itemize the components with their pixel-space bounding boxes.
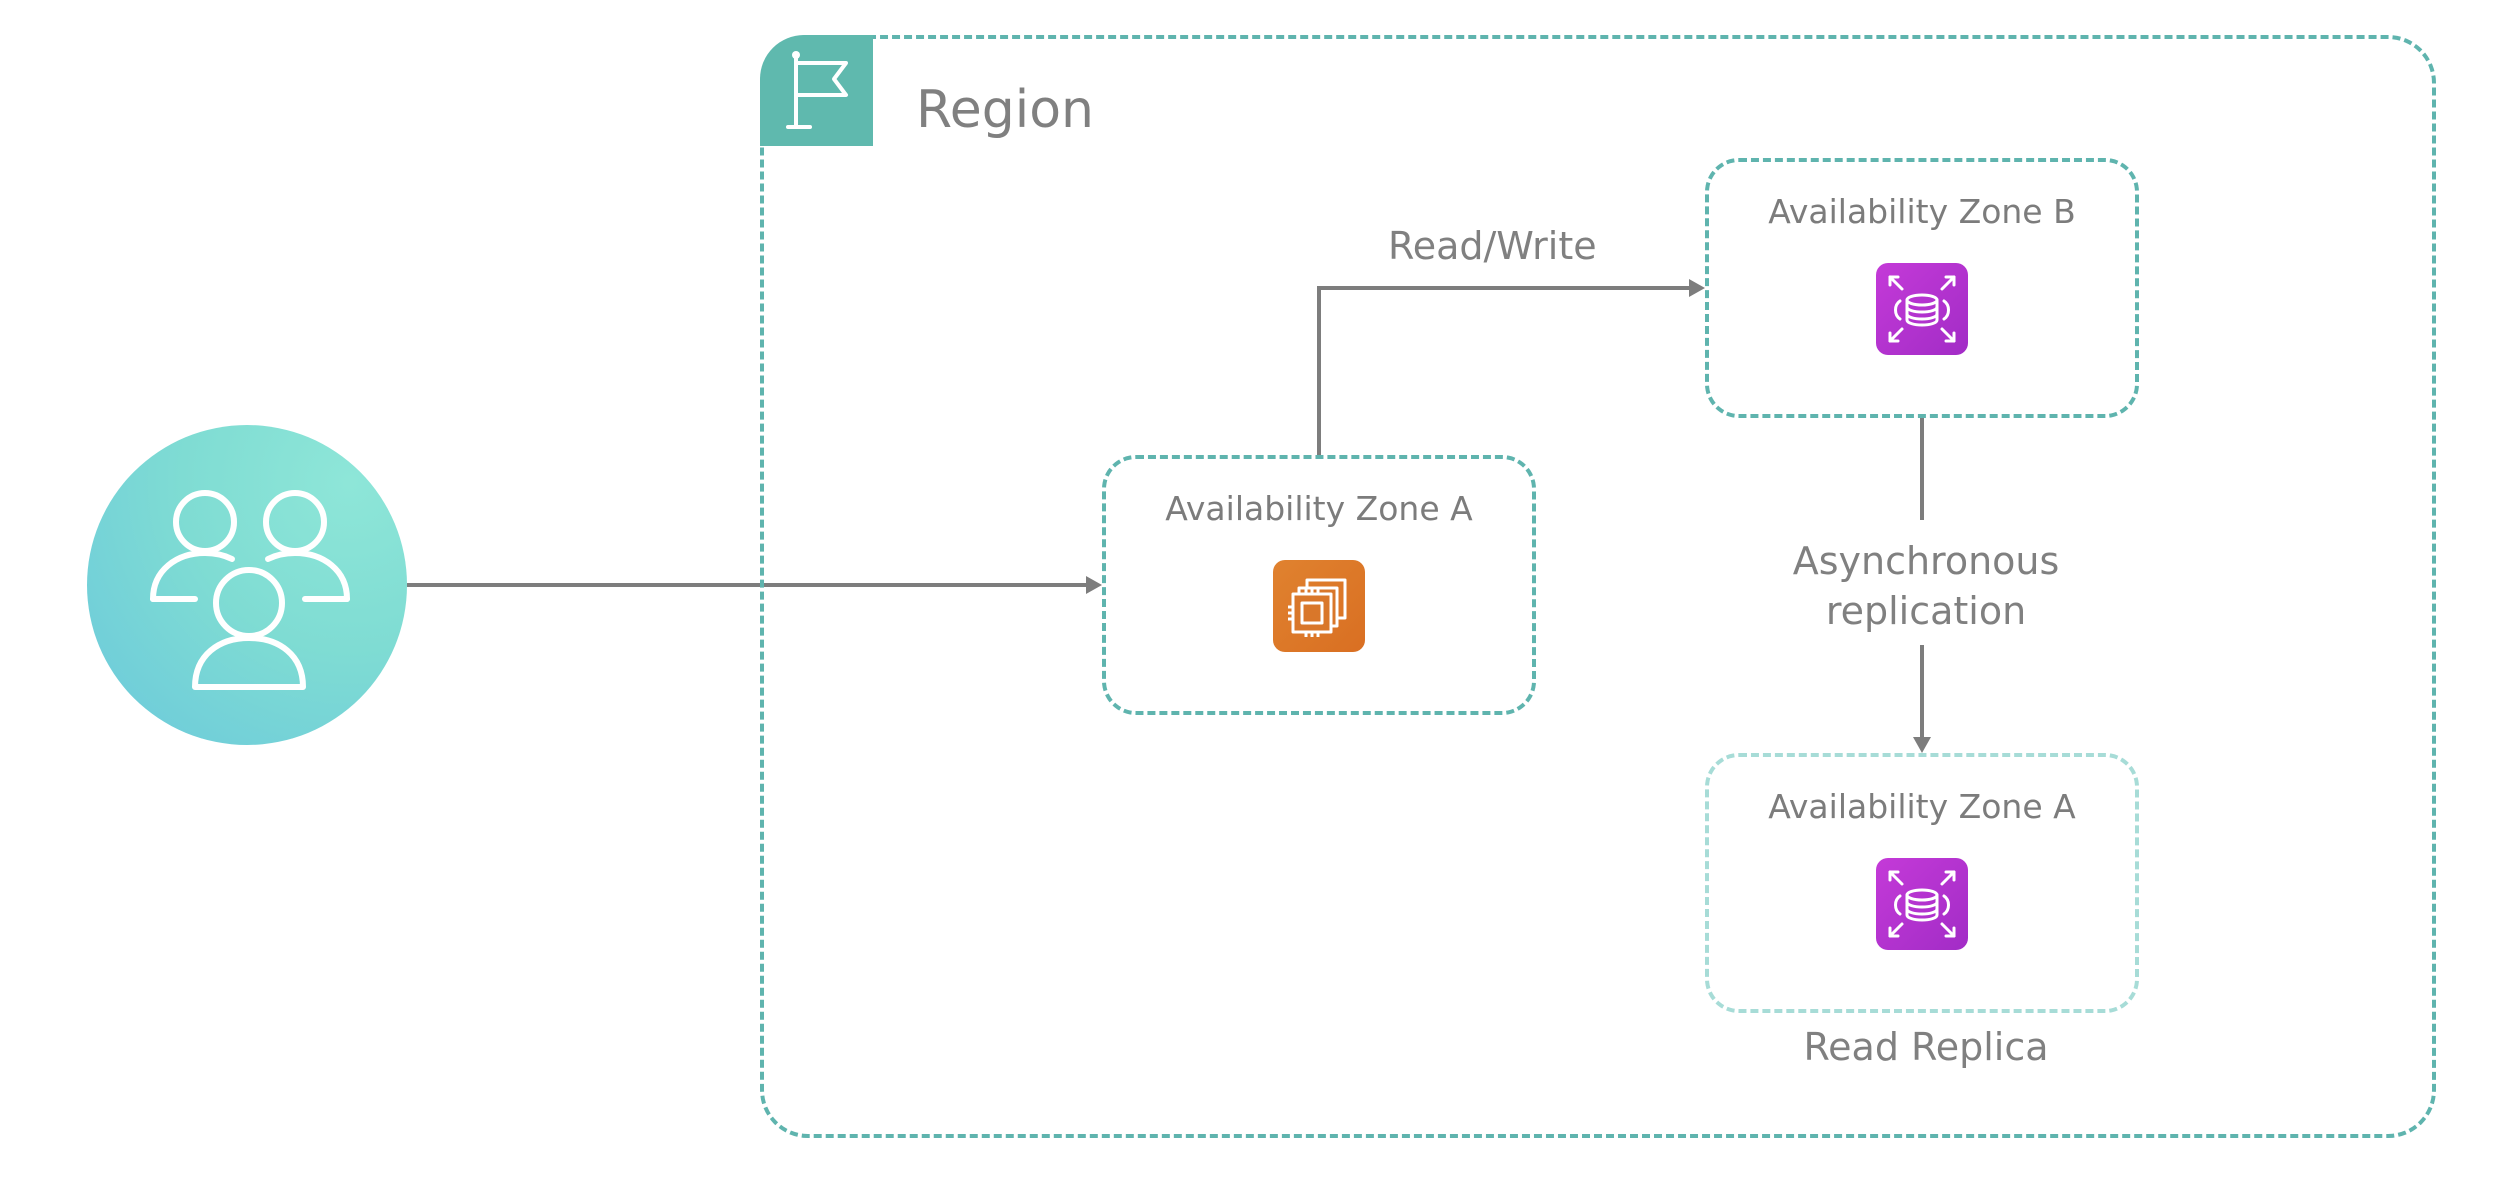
availability-zone-a-compute: Availability Zone A bbox=[1102, 455, 1536, 715]
region-flag-badge bbox=[760, 35, 873, 146]
async-label-line-1: Asynchronous bbox=[1792, 539, 2060, 583]
zone-label: Availability Zone B bbox=[1768, 192, 2076, 231]
ec2-service-tile bbox=[1273, 560, 1365, 652]
read-write-arrow bbox=[1317, 279, 1705, 455]
rds-database-icon bbox=[1888, 870, 1956, 938]
ec2-compute-icon bbox=[1288, 578, 1347, 637]
async-replication-arrow bbox=[1913, 418, 1931, 753]
async-label-line-2: replication bbox=[1825, 589, 2027, 633]
region-label: Region bbox=[916, 80, 1095, 140]
flag-icon bbox=[786, 51, 848, 129]
read-write-label: Read/Write bbox=[1388, 224, 1597, 268]
async-replication-label: Asynchronous replication bbox=[1776, 536, 2076, 636]
zone-label: Availability Zone A bbox=[1768, 787, 2076, 826]
region-boundary bbox=[760, 35, 2436, 1138]
rds-primary-tile bbox=[1876, 263, 1968, 355]
availability-zone-b-database: Availability Zone B bbox=[1705, 158, 2139, 418]
zone-label: Availability Zone A bbox=[1165, 489, 1473, 528]
availability-zone-a-replica: Availability Zone A bbox=[1705, 753, 2139, 1013]
users-group-icon bbox=[150, 490, 350, 690]
users-node bbox=[87, 425, 407, 745]
read-replica-label: Read Replica bbox=[1803, 1025, 2049, 1069]
rds-replica-tile bbox=[1876, 858, 1968, 950]
rds-database-icon bbox=[1888, 275, 1956, 343]
users-to-zone-a-arrow bbox=[407, 576, 1102, 594]
